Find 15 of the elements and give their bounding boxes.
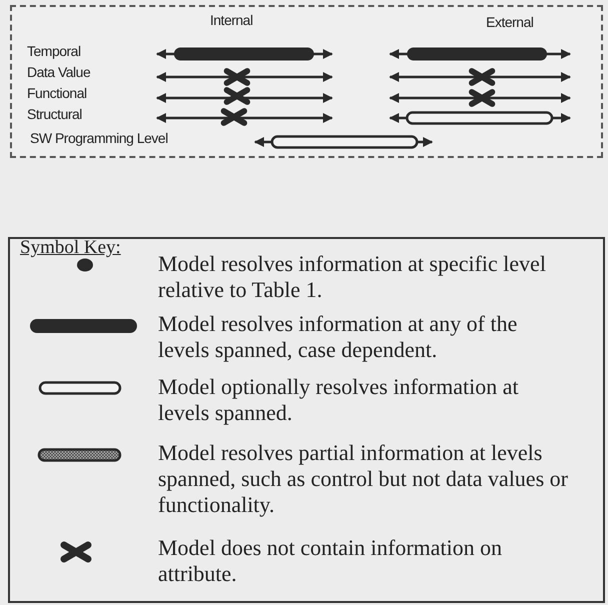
panel-frame (10, 5, 603, 158)
key-frame (8, 237, 605, 603)
row-label: Temporal (27, 44, 81, 58)
key-heading: Symbol Key: (20, 237, 121, 259)
legend-text: Model optionally resolves information at levels spanned. (158, 374, 520, 426)
legend-text: Model does not contain information on attribute. (158, 535, 503, 587)
legend-text: Model resolves information at any of the levels spanned, case dependent. (158, 311, 518, 363)
column-heading: Internal (210, 13, 253, 27)
row-label: Functional (27, 86, 87, 100)
legend-text: Model resolves partial information at levels spanned, such as control but not data values or functionality. (158, 440, 568, 518)
row-label: SW Programming Level (30, 131, 168, 145)
row-label: Data Value (27, 65, 90, 79)
row-label: Structural (27, 107, 82, 121)
legend-text: Model resolves information at specific level relative to Table 1. (158, 251, 547, 303)
column-heading: External (486, 15, 534, 29)
